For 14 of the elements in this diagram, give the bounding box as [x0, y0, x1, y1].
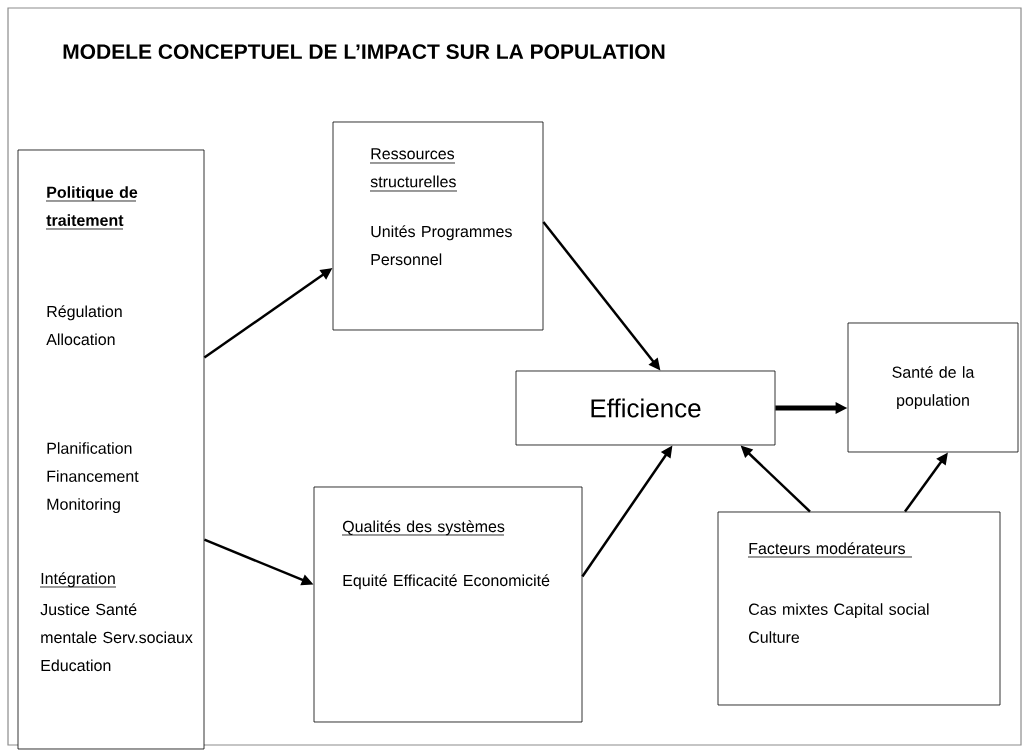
title: MODELE CONCEPTUEL DE L’IMPACT SUR LA POPULATION	[63, 44, 665, 60]
box-heading: Politique de traitement	[45, 186, 138, 230]
item-list: Cas mixtes Capital social Culture	[749, 603, 929, 643]
text-box: Efficience	[515, 370, 776, 446]
box-heading: Intégration	[39, 572, 117, 588]
box-heading: Ressources structurelles	[369, 148, 458, 192]
text-box: Santé de la population	[847, 322, 1019, 453]
item-list: Equité Efficacité Economicité	[343, 574, 550, 590]
box-heading: Facteurs modérateurs	[747, 542, 913, 558]
box-heading: Qualités des systèmes	[341, 520, 505, 536]
item-list: Régulation Allocation	[46, 305, 122, 346]
item-list: Justice Santé mentale Serv.sociaux Education	[40, 603, 193, 672]
item-list: Planification Financement Monitoring	[47, 442, 139, 514]
item-list: Unités Programmes Personnel	[371, 225, 512, 266]
